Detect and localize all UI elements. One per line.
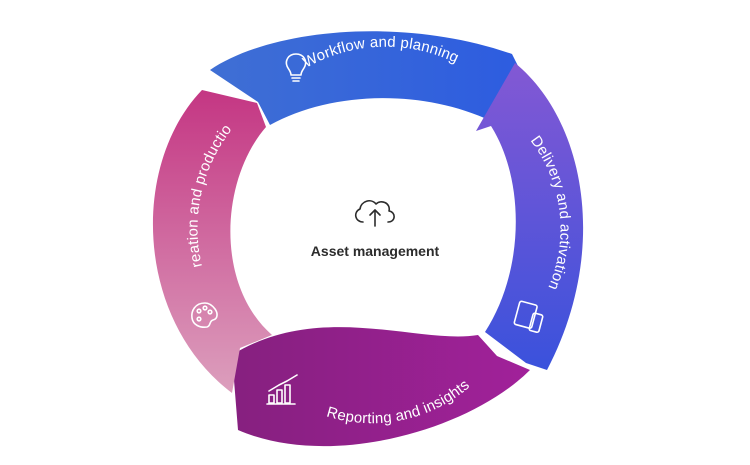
palette-icon — [191, 302, 218, 328]
segment-workflow-planning: Workflow and planning — [210, 31, 522, 125]
segment-workflow-planning-arc — [210, 31, 522, 125]
cloud-upload-icon — [354, 200, 395, 227]
center-title: Asset management — [311, 243, 440, 259]
segment-creation-production-arc — [152, 90, 272, 393]
center-hub: Asset management — [311, 200, 440, 259]
bar-chart-icon — [266, 374, 298, 405]
devices-icon — [513, 300, 544, 334]
segment-delivery-activation: Delivery and activation — [476, 63, 584, 370]
lightbulb-icon — [285, 53, 307, 82]
segment-delivery-activation-arc — [476, 63, 584, 370]
segment-reporting-insights-arc — [232, 327, 530, 447]
segment-reporting-insights: Reporting and insights — [232, 327, 530, 447]
